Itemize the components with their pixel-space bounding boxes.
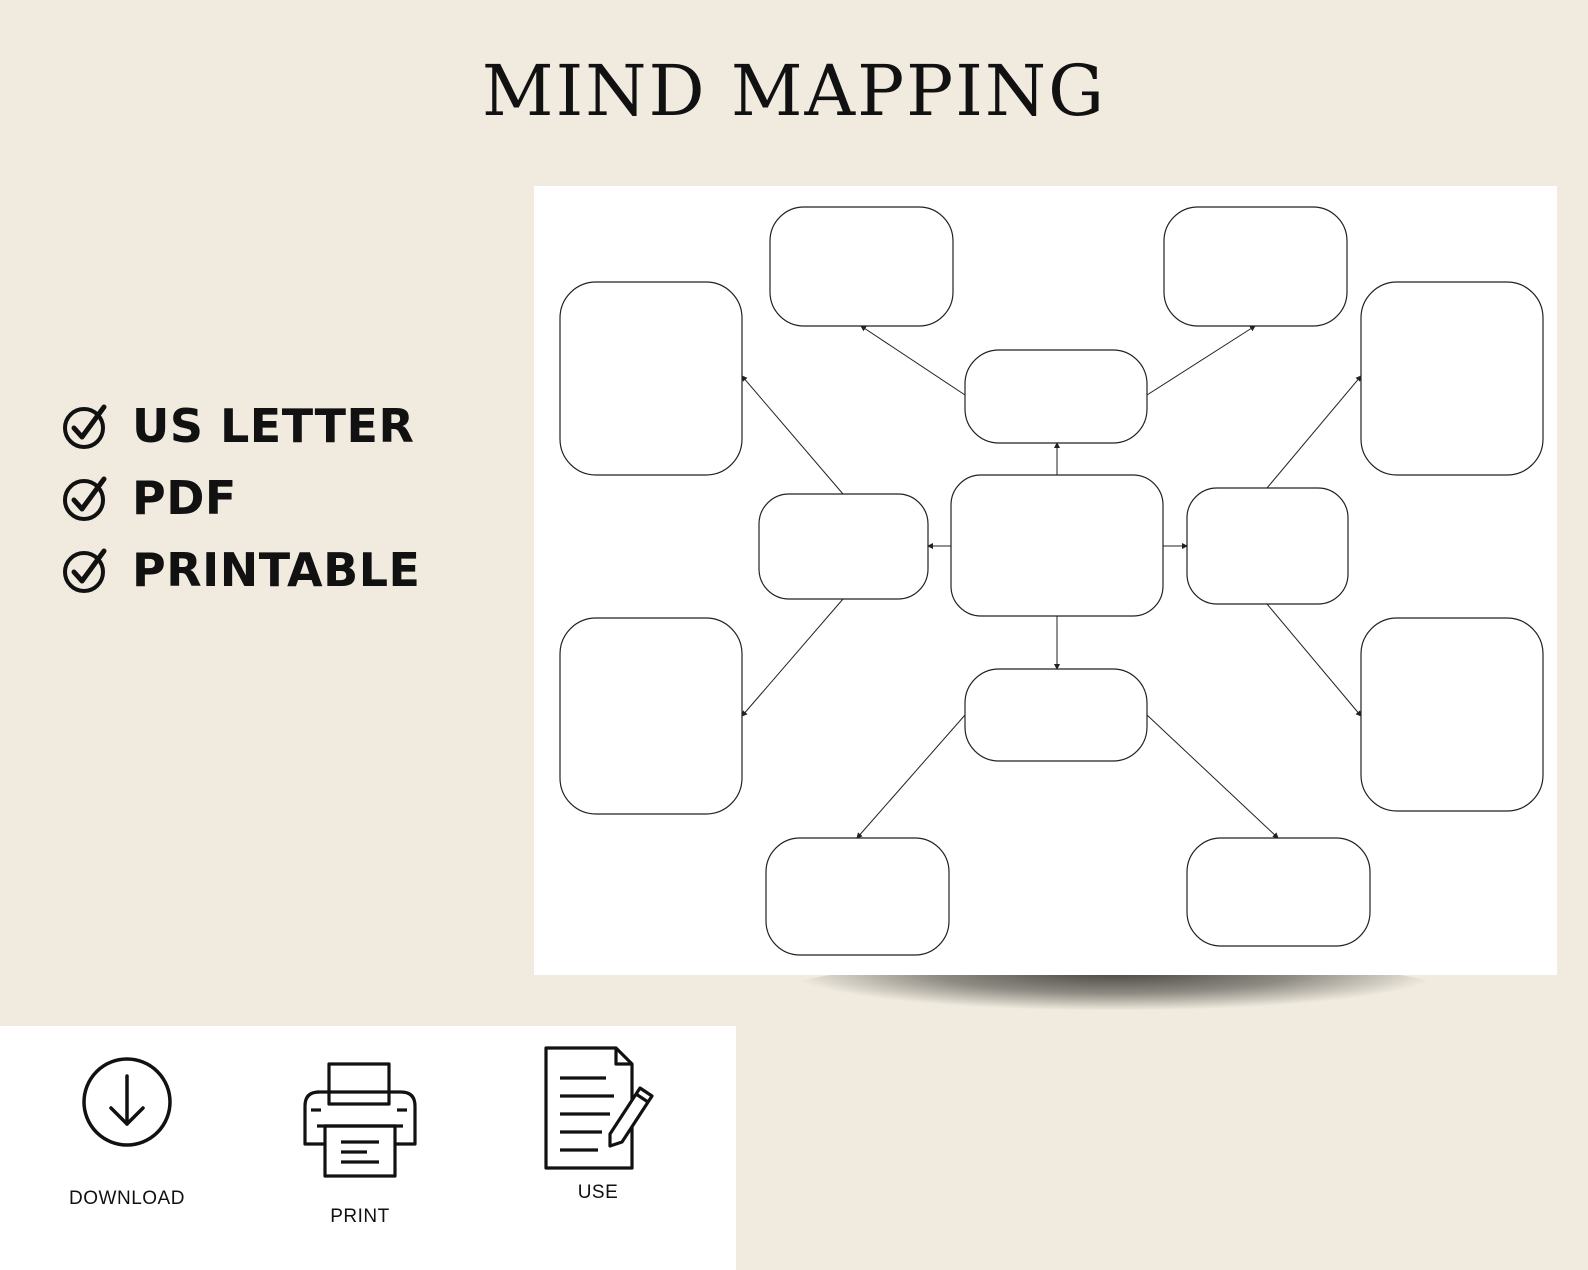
download-label: DOWNLOAD bbox=[69, 1188, 185, 1209]
node-left-lower bbox=[559, 617, 743, 815]
connector bbox=[1146, 714, 1279, 839]
feature-label: US LETTER bbox=[132, 399, 415, 453]
page-title: MIND MAPPING bbox=[481, 50, 1107, 132]
connector bbox=[860, 325, 966, 396]
node-right-upper bbox=[1360, 281, 1544, 476]
feature-item-pdf: PDF bbox=[62, 462, 420, 534]
connector bbox=[856, 714, 966, 839]
node-left-mid bbox=[758, 493, 929, 600]
connector bbox=[741, 375, 844, 495]
use-label: USE bbox=[577, 1182, 619, 1203]
actions-panel: DOWNLOAD PRINT bbox=[0, 1026, 736, 1270]
mind-map-diagram bbox=[559, 206, 1544, 956]
feature-item-us-letter: US LETTER bbox=[62, 390, 420, 462]
node-right-mid bbox=[1186, 487, 1349, 605]
feature-label: PRINTABLE bbox=[132, 543, 421, 597]
connector bbox=[741, 598, 844, 717]
node-top-left bbox=[769, 206, 954, 327]
check-circle-icon bbox=[63, 548, 107, 593]
connector bbox=[1146, 325, 1256, 396]
node-center bbox=[950, 474, 1164, 617]
download-icon bbox=[82, 1057, 172, 1147]
node-center-top bbox=[964, 349, 1148, 444]
node-bottom-left bbox=[765, 837, 950, 956]
printer-icon bbox=[303, 1062, 417, 1178]
check-circle-icon bbox=[63, 404, 107, 449]
node-center-bottom bbox=[964, 668, 1148, 762]
node-left-upper bbox=[559, 281, 743, 476]
connector bbox=[1266, 375, 1362, 489]
connector bbox=[1266, 603, 1362, 717]
download-action[interactable]: DOWNLOAD bbox=[60, 1056, 194, 1210]
node-bottom-right bbox=[1186, 837, 1371, 947]
use-action[interactable]: USE bbox=[540, 1046, 656, 1204]
print-action[interactable]: PRINT bbox=[298, 1062, 422, 1228]
feature-list: US LETTER PDF PRINTABLE bbox=[62, 390, 420, 606]
document-pencil-icon bbox=[544, 1046, 654, 1170]
check-circle-icon bbox=[63, 476, 107, 521]
mind-map-sheet bbox=[534, 186, 1557, 975]
node-right-lower bbox=[1360, 617, 1544, 812]
print-label: PRINT bbox=[330, 1206, 390, 1227]
feature-item-printable: PRINTABLE bbox=[62, 534, 420, 606]
node-top-right bbox=[1163, 206, 1348, 327]
feature-label: PDF bbox=[132, 471, 237, 525]
